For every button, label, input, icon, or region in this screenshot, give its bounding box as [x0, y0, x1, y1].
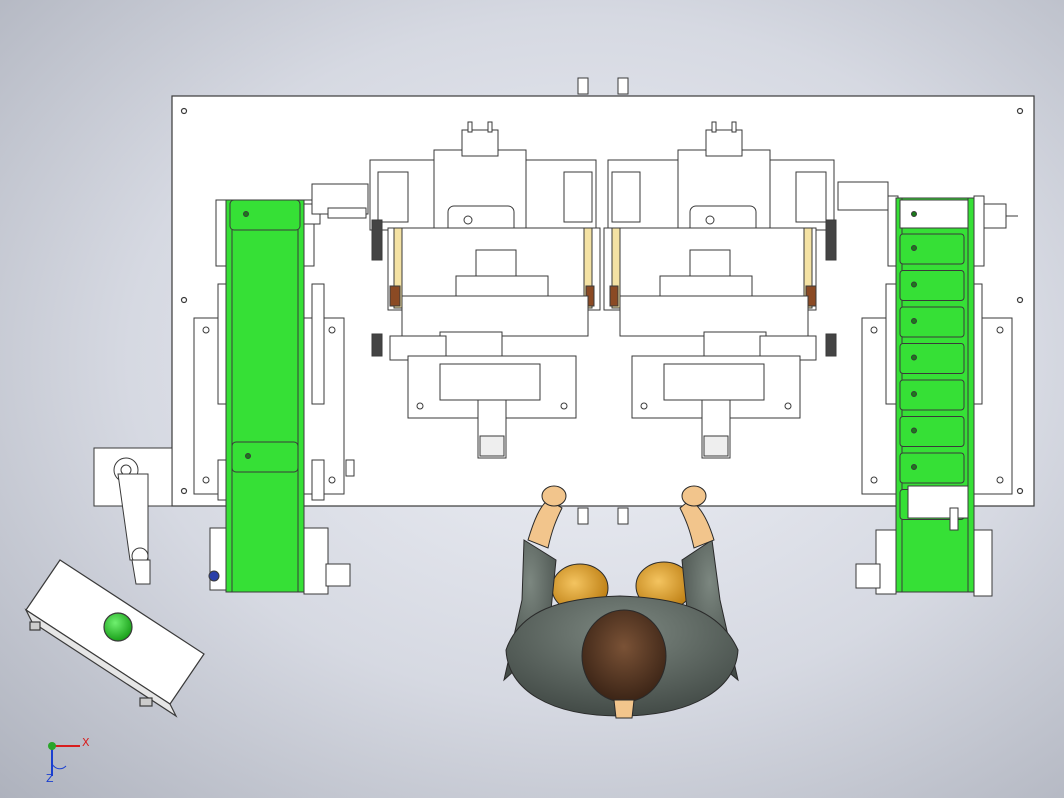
tray-part-marker [911, 354, 917, 361]
left-work-station [369, 121, 601, 459]
tray-part-marker [911, 318, 917, 324]
conveyor-tray [899, 416, 965, 447]
control-panel [24, 559, 205, 718]
conveyor-tray [899, 452, 965, 484]
operator [503, 485, 739, 719]
conveyor-tray [899, 306, 965, 338]
view-triad [48, 742, 80, 776]
right-conveyor [837, 181, 1018, 597]
triad-x-label: X [82, 736, 90, 749]
tray-part-marker [911, 464, 917, 470]
conveyor-tray [899, 343, 965, 374]
conveyor-tray [899, 233, 965, 265]
tray-part-marker [911, 427, 917, 434]
conveyor-tray [899, 379, 965, 411]
left-conveyor [208, 183, 369, 595]
conveyor-tray [899, 270, 965, 301]
panel-green-button [103, 612, 133, 642]
control-panel-arm [93, 447, 173, 585]
tray-part-marker [911, 391, 917, 397]
tray-part-marker [911, 245, 917, 251]
tray-part-marker [911, 281, 917, 288]
triad-z-label: Z [46, 772, 54, 785]
top-mount-tabs [577, 77, 629, 525]
right-work-station [603, 121, 837, 459]
right-conveyor-trays [899, 233, 965, 520]
